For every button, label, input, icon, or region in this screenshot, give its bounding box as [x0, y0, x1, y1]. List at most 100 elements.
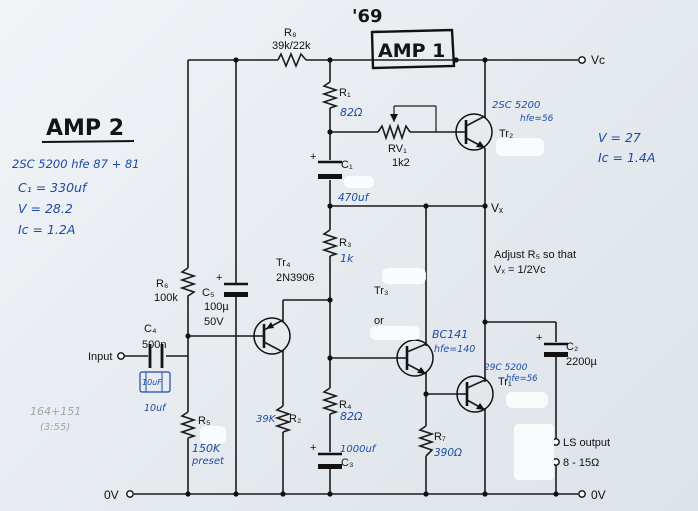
r1-ref: R₁	[339, 87, 351, 99]
c2-ref: C₂	[566, 341, 578, 353]
rv1-wiper-arrow	[390, 114, 398, 122]
c4-capacitor	[148, 344, 164, 368]
zero-v-left-terminal	[126, 490, 134, 498]
tr1-ref: Tr₁	[498, 376, 512, 388]
c1-capacitor: +	[310, 151, 342, 179]
ls-output-label: LS output	[563, 437, 610, 449]
amp1-spec-list: V = 27 Iᴄ = 1.4A	[598, 130, 655, 165]
r7-ref: R₇	[434, 431, 446, 443]
tr3-part-note: BC141	[432, 328, 468, 341]
svg-text:+: +	[216, 272, 222, 284]
r3-note: 1k	[340, 252, 354, 265]
amp2-spec-line: Iᴄ = 1.2A	[18, 222, 75, 237]
r3-ref: R₃	[339, 237, 351, 249]
svg-text:+: +	[536, 332, 542, 344]
tr4-transistor	[253, 317, 291, 355]
tr3-ref: Tr₃	[374, 285, 388, 297]
c3-ref: C₃	[341, 457, 353, 469]
r6-resistor	[179, 267, 197, 300]
r1-resistor	[321, 81, 339, 109]
year-note: '69	[352, 6, 383, 27]
zero-v-left-label: 0V	[104, 488, 119, 502]
r7-note: 390Ω	[434, 447, 462, 459]
c5-value: 100µ	[204, 301, 229, 313]
c2-value: 2200µ	[566, 356, 597, 368]
tr4-ref: Tr₄	[276, 257, 291, 269]
r4-note: 82Ω	[340, 410, 363, 423]
tr4-value: 2N3906	[276, 272, 315, 284]
c2-capacitor: +	[536, 332, 568, 357]
tr2-part-note: 2SC 5200	[492, 100, 540, 111]
margin-note-line: 164+151	[30, 405, 81, 418]
correction-tape	[200, 138, 554, 480]
c5-voltage: 50V	[204, 316, 224, 328]
zero-v-right-label: 0V	[591, 488, 606, 502]
c5-capacitor: +	[216, 272, 248, 297]
c1-note: 470uf	[338, 192, 371, 204]
zero-v-right-terminal	[578, 490, 586, 498]
vc-label: Vᴄ	[591, 53, 605, 67]
amp2-spec-line: C₁ = 330uf	[18, 180, 88, 195]
r5-resistor	[179, 411, 197, 439]
adjust-note-line: Adjust R₅ so that	[494, 249, 576, 261]
amp2-spec-line: V = 28.2	[18, 201, 73, 216]
input-terminal	[117, 352, 125, 360]
c3-capacitor: +	[310, 442, 342, 469]
c5-ref: C₅	[202, 287, 214, 299]
rv1-ref: RV₁	[388, 143, 407, 155]
r4-ref: R₄	[339, 399, 352, 411]
r8-resistor	[277, 51, 307, 69]
tr3-hfe-note: hfe=140	[434, 344, 475, 355]
or-label: or	[374, 315, 384, 327]
c4-value: 500n	[142, 339, 166, 351]
amp2-spec-list: 2SC 5200 hfe 87 + 81 C₁ = 330uf V = 28.2…	[12, 157, 140, 237]
amp1-title-box: AMP 1	[370, 28, 456, 70]
c1-ref: C₁	[341, 159, 353, 171]
r7-resistor	[417, 425, 435, 457]
r6-value: 100k	[154, 292, 178, 304]
amp2-spec-line: 2SC 5200 hfe 87 + 81	[12, 157, 140, 171]
tr1-transistor	[456, 375, 494, 413]
c4-note: 10uf	[144, 403, 167, 414]
amp2-title: AMP 2	[46, 116, 124, 141]
terminals	[117, 56, 586, 498]
r5-note: 150K	[192, 442, 221, 455]
r1-note: 82Ω	[340, 106, 363, 119]
junction-dots	[185, 57, 559, 497]
tr1-part-note: 29C 5200	[484, 363, 528, 373]
r2-ref: R₂	[289, 413, 301, 425]
tr2-hfe-note: hfe=56	[520, 114, 554, 124]
svg-text:+: +	[310, 151, 316, 163]
margin-note: 164+151 (3:55)	[30, 405, 81, 433]
rv1-potentiometer	[377, 123, 411, 141]
r2-resistor	[274, 405, 292, 433]
c4-ref: C₄	[144, 323, 157, 335]
input-label: Input	[88, 351, 112, 363]
r8-value: 39k/22k	[272, 40, 311, 52]
vc-terminal	[578, 56, 586, 64]
c4-note: 10uF	[142, 378, 162, 387]
tr2-ref: Tr₂	[499, 128, 513, 140]
amp2-heading: AMP 2	[41, 116, 135, 143]
amp1-title: AMP 1	[378, 40, 445, 62]
amp1-spec-line: Iᴄ = 1.4A	[598, 150, 655, 165]
margin-note-line: (3:55)	[40, 422, 70, 433]
vx-label: Vₓ	[491, 201, 503, 215]
tr2-transistor	[455, 113, 493, 151]
ls-impedance-label: 8 - 15Ω	[563, 457, 599, 469]
r2-note: 39K	[256, 414, 277, 425]
adjust-note-line: Vₓ = 1/2Vᴄ	[494, 264, 546, 276]
svg-text:+: +	[310, 442, 316, 454]
c3-note: 1000uf	[340, 444, 377, 455]
r5-note: preset	[191, 456, 225, 467]
r6-ref: R₆	[156, 278, 168, 290]
rv1-value: 1k2	[392, 157, 410, 169]
r4-resistor	[321, 387, 339, 415]
tr1-hfe-note: hfe=56	[506, 374, 538, 384]
amp1-spec-line: V = 27	[598, 130, 641, 145]
tr3-transistor	[396, 339, 434, 377]
r3-resistor	[321, 229, 339, 257]
c4-alternative-scribble	[139, 371, 171, 393]
